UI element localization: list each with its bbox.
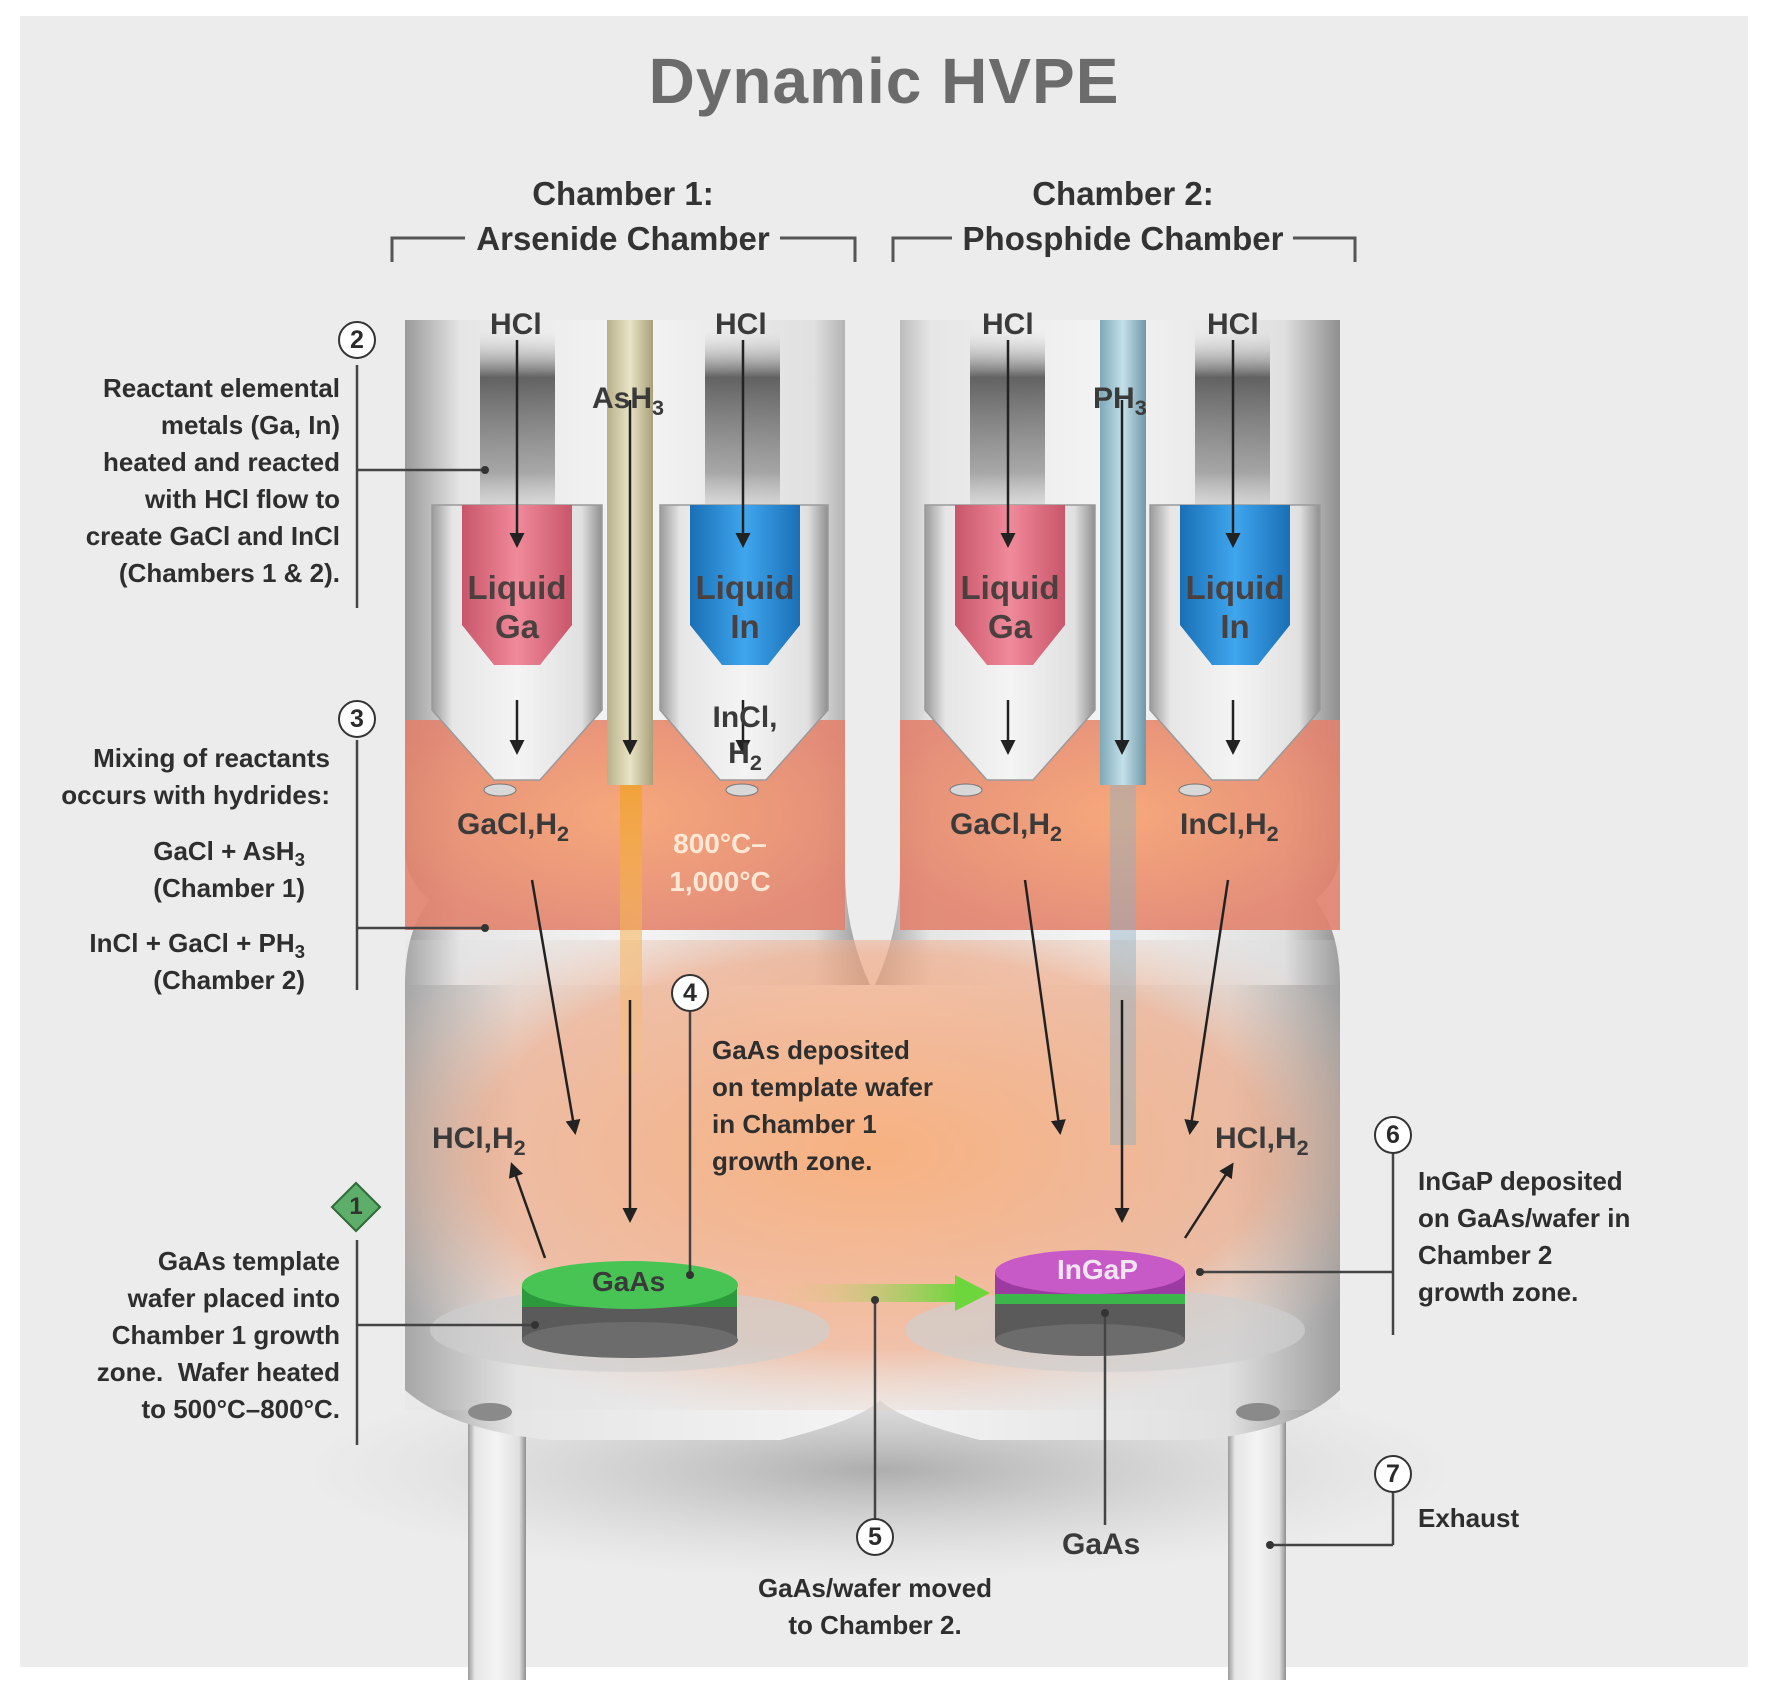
liquid-ga-1 [462,505,572,665]
step-3-eq2-chamber: (Chamber 2) [153,965,305,995]
hcl-h2-exhaust-1: HCl,H2 [432,1122,526,1160]
chamber-brackets [390,236,1357,262]
ingap-wafer-label: InGaP [1057,1254,1138,1285]
step-3-eq1: GaCl + AsH3 [153,836,305,870]
step-3-eq2: InCl + GaCl + PH3 [89,928,305,962]
liquid-in-1 [690,505,800,665]
gaas-bottom-label: GaAs [1062,1528,1141,1561]
hcl-h2-exhaust-2: HCl,H2 [1215,1122,1309,1160]
step-5-text: GaAs/wafer moved to Chamber 2. [757,1573,993,1640]
incl-h2-label-2: InCl,H2 [1180,808,1279,846]
step-2-badge: 2 [338,321,376,359]
step-1-diamond [330,1181,382,1233]
step-1-text: GaAs template wafer placed into Chamber … [96,1246,340,1424]
ph3-label: PH3 [1093,382,1147,420]
hcl-input-3: HCl [982,308,1034,341]
incl-h2-label-1: InCl, H2 [712,701,778,775]
step-7-badge: 7 [1374,1455,1412,1493]
chamber-2-number: Chamber 2: [1032,175,1214,212]
move-arrow [770,1284,960,1302]
ash3-label: AsH3 [592,382,665,420]
chamber-2-name: Phosphide Chamber [962,220,1284,257]
liquid-in-2 [1180,505,1290,665]
diagram-title: Dynamic HVPE [648,45,1120,117]
step-6-badge: 6 [1374,1116,1412,1154]
step-5-badge: 5 [856,1518,894,1556]
step-3-badge: 3 [338,700,376,738]
gaas-wafer-label: GaAs [592,1266,666,1297]
step-6-text: InGaP deposited on GaAs/wafer in Chamber… [1418,1166,1631,1307]
step-3-eq1-chamber: (Chamber 1) [153,873,305,903]
gacl-h2-label-1: GaCl,H2 [457,808,570,846]
ingap-wafer [995,1250,1185,1294]
step-4-badge: 4 [671,974,709,1012]
gaas-wafer-1 [522,1261,738,1309]
liquid-ga-2 [955,505,1065,665]
step-2-text: Reactant elemental metals (Ga, In) heate… [85,373,340,588]
step-3-text: Mixing of reactants occurs with hydrides… [61,743,330,810]
ash3-flow [620,785,642,1075]
hcl-input-4: HCl [1207,308,1259,341]
flow-arrows [508,340,1241,1259]
hcl-input-2: HCl [715,308,767,341]
chamber-1-number: Chamber 1: [532,175,714,212]
hcl-input-1: HCl [490,308,542,341]
gacl-h2-label-2: GaCl,H2 [950,808,1063,846]
step-4-text: GaAs deposited on template wafer in Cham… [712,1035,934,1176]
step-1-number: 1 [349,1193,363,1220]
temperature-label: 800°C–1,000°C [669,828,771,897]
step-7-text: Exhaust [1418,1503,1520,1533]
chamber-1-name: Arsenide Chamber [476,220,770,257]
leader-lines [355,365,1395,1547]
